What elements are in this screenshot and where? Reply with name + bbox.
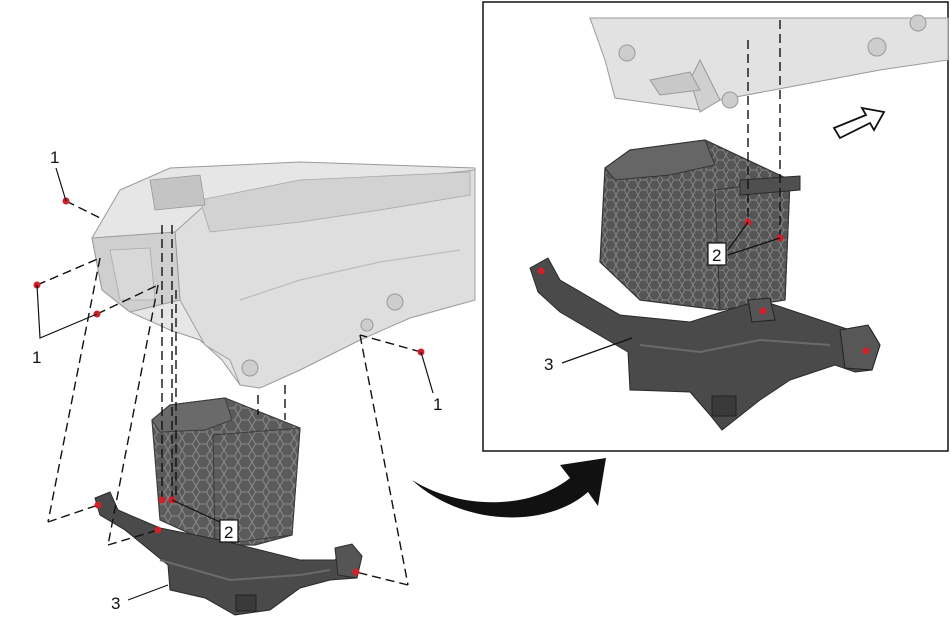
dashed-guides-main xyxy=(36,200,422,586)
fastener-detail-left xyxy=(537,267,545,275)
main-view: 1 1 1 2 3 xyxy=(32,148,476,616)
callout-3-detail: 3 xyxy=(544,355,553,374)
callout-1-top: 1 xyxy=(50,148,59,167)
fastener-bracket-mid xyxy=(154,526,162,534)
fastener-bracket-left xyxy=(94,501,102,509)
detail-inset: 2 3 xyxy=(482,1,949,452)
center-console xyxy=(91,161,476,389)
detail-storage-bin xyxy=(599,139,801,311)
curved-arrow-icon xyxy=(412,458,606,518)
callout-2-box-detail: 2 xyxy=(707,242,727,266)
callout-3-main: 3 xyxy=(111,594,120,613)
fastener-2a xyxy=(158,496,166,504)
callout-leaders-main xyxy=(36,167,434,601)
fastener-bracket-right xyxy=(352,568,360,576)
callout-1-right: 1 xyxy=(433,395,442,414)
callout-2-box-main: 2 xyxy=(219,519,239,543)
detail-console-part xyxy=(589,14,949,113)
mounting-bracket xyxy=(94,491,363,616)
dashed-guides-detail xyxy=(747,20,781,236)
direction-arrow-icon xyxy=(832,106,886,140)
callout-2-main: 2 xyxy=(224,523,233,542)
fastener-detail-mid xyxy=(759,307,767,315)
callout-2-detail: 2 xyxy=(712,246,721,265)
fastener-detail-right xyxy=(862,347,870,355)
callout-leaders-detail xyxy=(561,221,781,364)
detail-mounting-bracket xyxy=(529,257,881,431)
callout-1-left: 1 xyxy=(32,348,41,367)
